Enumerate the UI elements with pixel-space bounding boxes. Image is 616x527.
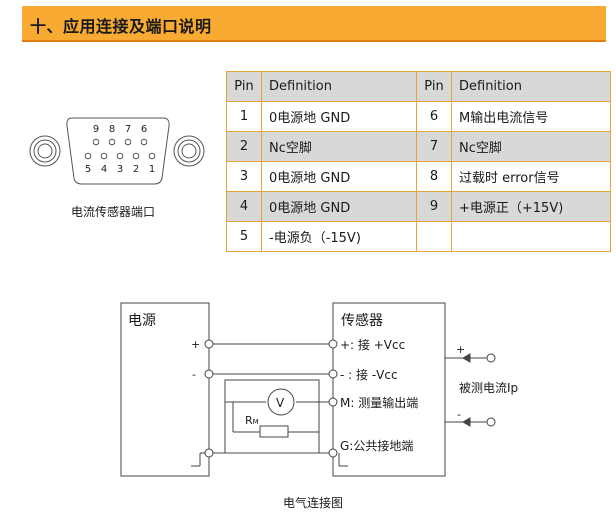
pin-definition: 0电源地 GND: [261, 161, 417, 192]
pin-definition: Nc空脚: [261, 131, 417, 162]
pin-number: 8: [416, 161, 452, 192]
sensor-minus-terminal: [328, 369, 338, 379]
pin-number: 9: [416, 191, 452, 222]
input-minus-sign: -: [457, 408, 461, 421]
table-row: 1 0电源地 GND 6 M输出电流信号: [226, 101, 611, 132]
supply-gnd-terminal: [204, 448, 214, 458]
header-definition-1: Definition: [261, 71, 417, 102]
pin-label-6: 6: [141, 124, 147, 135]
db9-connector: [29, 117, 205, 185]
connector-caption: 电流传感器端口: [71, 205, 156, 219]
db9-top-holes: [92, 138, 148, 146]
voltmeter-label: V: [276, 396, 285, 410]
pin-label-2: 2: [133, 164, 139, 175]
input-arrow-minus-icon: [461, 417, 471, 427]
section-header-bar: 十、应用连接及端口说明: [22, 6, 606, 42]
terminal-plus-label: +: 接 +Vcc: [340, 337, 405, 352]
sensor-g-terminal: [328, 448, 338, 458]
supply-plus-terminal: [204, 339, 214, 349]
pin-label-1: 1: [149, 164, 155, 175]
pin-number: 2: [226, 131, 262, 162]
pin-label-8: 8: [109, 124, 115, 135]
pin-number: [416, 221, 452, 252]
load-network-frame: [224, 379, 320, 454]
header-definition-2: Definition: [451, 71, 611, 102]
sensor-plus-terminal: [328, 339, 338, 349]
voltmeter-icon: [267, 388, 295, 416]
input-minus-terminal: [486, 417, 496, 427]
input-plus-sign: +: [456, 343, 465, 356]
pin-number: 1: [226, 101, 262, 132]
pin-definition: 0电源地 GND: [261, 101, 417, 132]
table-header-row: Pin Definition Pin Definition: [226, 71, 611, 102]
pin-label-3: 3: [117, 164, 123, 175]
pin-number: 5: [226, 221, 262, 252]
header-pin-1: Pin: [226, 71, 262, 102]
table-row: 3 0电源地 GND 8 过载时 error信号: [226, 161, 611, 192]
pin-definition: M输出电流信号: [451, 101, 611, 132]
section-title: 十、应用连接及端口说明: [30, 17, 212, 36]
supply-minus-terminal: [204, 369, 214, 379]
terminal-g-label: G:公共接地端: [340, 438, 413, 453]
pin-definition: -电源负（-15V): [261, 221, 417, 252]
header-pin-2: Pin: [416, 71, 452, 102]
pin-number: 7: [416, 131, 452, 162]
terminal-m-label: M: 测量输出端: [340, 395, 418, 410]
pin-definition: 过载时 error信号: [451, 161, 611, 192]
power-supply-label: 电源: [128, 313, 156, 329]
pin-label-4: 4: [101, 164, 107, 175]
input-plus-terminal: [486, 353, 496, 363]
pin-definition-table: Pin Definition Pin Definition 1 0电源地 GND…: [226, 71, 611, 252]
circuit-diagram: [120, 302, 496, 477]
pin-definition: 0电源地 GND: [261, 191, 417, 222]
diagram-caption: 电气连接图: [283, 495, 343, 510]
resistor-label: RM: [245, 414, 259, 427]
left-screw-icon: [29, 135, 61, 167]
supply-plus-sign: +: [191, 338, 200, 351]
pin-number: 6: [416, 101, 452, 132]
power-supply-box: [120, 302, 210, 477]
pin-label-5: 5: [85, 164, 91, 175]
measured-current-label: 被测电流Ip: [459, 381, 518, 395]
pin-label-7: 7: [125, 124, 131, 135]
table-row: 4 0电源地 GND 9 +电源正（+15V): [226, 191, 611, 222]
db9-shell: [66, 117, 170, 185]
sensor-m-terminal: [328, 397, 338, 407]
input-arrow-plus-icon: [461, 353, 471, 363]
pin-definition: Nc空脚: [451, 131, 611, 162]
terminal-minus-label: - : 接 -Vcc: [340, 367, 398, 382]
pin-definition: [451, 221, 611, 252]
supply-minus-sign: -: [192, 368, 196, 381]
pin-number: 3: [226, 161, 262, 192]
db9-bottom-holes: [84, 152, 156, 160]
pin-label-9: 9: [93, 124, 99, 135]
pin-definition: +电源正（+15V): [451, 191, 611, 222]
sensor-box: [332, 302, 446, 477]
right-screw-icon: [173, 135, 205, 167]
table-row: 2 Nc空脚 7 Nc空脚: [226, 131, 611, 162]
pin-number: 4: [226, 191, 262, 222]
sensor-label: 传感器: [341, 312, 383, 329]
resistor-rm: [259, 425, 289, 438]
table-row: 5 -电源负（-15V): [226, 221, 611, 252]
